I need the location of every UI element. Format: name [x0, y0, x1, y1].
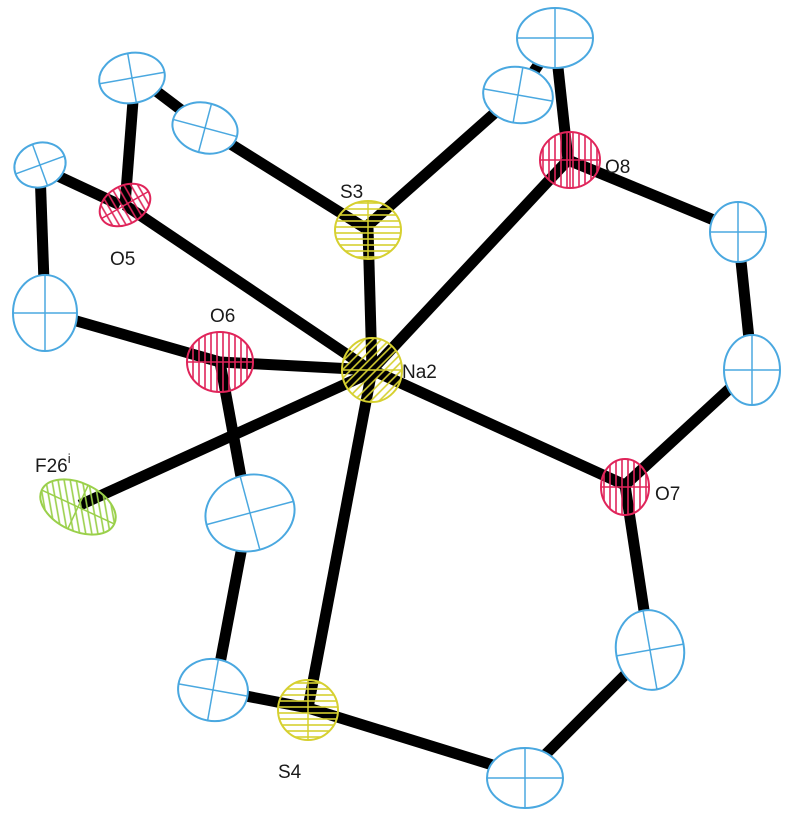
- carbon-atom: [204, 473, 296, 553]
- carbon-atom: [98, 51, 166, 105]
- bond-o5-na2: [121, 200, 374, 375]
- bond-c9-s4: [306, 702, 527, 781]
- oxygen-atom-o6: [186, 331, 254, 393]
- label-o7: O7: [655, 484, 680, 505]
- carbon-atom: [482, 65, 554, 125]
- label-s4: S4: [278, 762, 302, 783]
- oxygen-atom-o5: [98, 182, 152, 228]
- label-f26-superscript: i: [68, 451, 71, 466]
- label-o5: O5: [110, 249, 135, 270]
- bond-o8-na2: [367, 156, 573, 374]
- sodium-atom-na2: [341, 337, 403, 403]
- carbon-atom: [171, 101, 239, 155]
- fluorine-atom-f26: [39, 478, 117, 536]
- sulfur-atom-s3: [334, 200, 402, 260]
- oxygen-atom-o7: [600, 458, 650, 516]
- label-layer: S3 O8 O5 O6 Na2 F26i O7 S4: [35, 157, 680, 783]
- label-o8: O8: [605, 157, 630, 178]
- carbon-atom: [516, 7, 594, 69]
- label-f26: F26i: [35, 451, 71, 477]
- carbon-atom: [486, 747, 564, 809]
- label-s3: S3: [340, 182, 363, 203]
- carbon-atom: [12, 274, 78, 352]
- sulfur-atom-s4: [277, 679, 339, 741]
- carbon-atom: [13, 141, 67, 189]
- label-na2: Na2: [402, 362, 437, 383]
- bond-s4-na2: [302, 368, 378, 710]
- carbon-atom: [723, 334, 781, 406]
- carbon-atom: [614, 609, 686, 691]
- bond-c4-s3: [361, 90, 519, 233]
- bond-f26-na2: [77, 366, 375, 511]
- carbon-atom: [177, 657, 249, 723]
- label-f26-main: F26: [35, 456, 68, 477]
- atom-layer: [12, 7, 781, 809]
- bond-o7-na2: [369, 364, 628, 491]
- oxygen-atom-o8: [539, 131, 601, 189]
- label-o6: O6: [210, 306, 235, 327]
- carbon-atom: [709, 201, 767, 263]
